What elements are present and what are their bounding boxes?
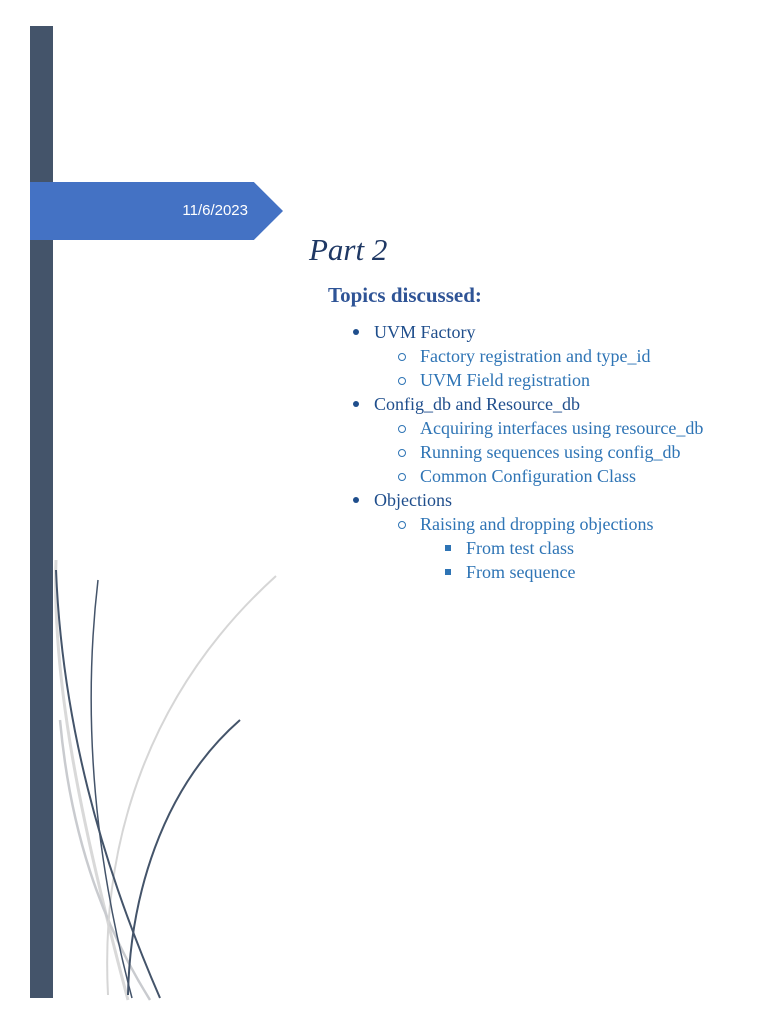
topic-item-level2: Raising and dropping objections — [398, 512, 703, 536]
date-banner: 11/6/2023 — [30, 182, 283, 240]
bullet-disc-icon — [353, 497, 359, 503]
date-label: 11/6/2023 — [182, 202, 248, 219]
bullet-circle-icon — [398, 353, 406, 361]
topic-text: From sequence — [466, 562, 576, 582]
bullet-square-icon — [445, 545, 451, 551]
topic-text: Raising and dropping objections — [420, 514, 654, 534]
topic-item-level2: Factory registration and type_id — [398, 344, 703, 368]
topic-item-level2: UVM Field registration — [398, 368, 703, 392]
topic-item-level3: From test class — [444, 536, 703, 560]
bullet-disc-icon — [353, 401, 359, 407]
bullet-disc-icon — [353, 329, 359, 335]
topic-text: Acquiring interfaces using resource_db — [420, 418, 704, 438]
sidebar-bar — [30, 26, 53, 998]
bullet-square-icon — [445, 569, 451, 575]
topic-item-level3: From sequence — [444, 560, 703, 584]
topic-item-level2: Running sequences using config_db — [398, 440, 703, 464]
topic-text: Common Configuration Class — [420, 466, 636, 486]
document-title: Part 2 — [309, 232, 388, 267]
topics-heading: Topics discussed: — [328, 283, 482, 307]
topic-text: Objections — [374, 490, 452, 510]
topic-text: From test class — [466, 538, 574, 558]
topic-text: UVM Factory — [374, 322, 476, 342]
topic-text: UVM Field registration — [420, 370, 590, 390]
topic-item-level1: Config_db and Resource_db — [352, 392, 703, 416]
topic-item-level2: Common Configuration Class — [398, 464, 703, 488]
topic-item-level1: Objections — [352, 488, 703, 512]
bullet-circle-icon — [398, 449, 406, 457]
topic-text: Config_db and Resource_db — [374, 394, 580, 414]
bullet-circle-icon — [398, 473, 406, 481]
topic-item-level2: Acquiring interfaces using resource_db — [398, 416, 703, 440]
topic-item-level1: UVM Factory — [352, 320, 703, 344]
topic-text: Running sequences using config_db — [420, 442, 681, 462]
bullet-circle-icon — [398, 377, 406, 385]
bullet-circle-icon — [398, 521, 406, 529]
bullet-circle-icon — [398, 425, 406, 433]
topic-text: Factory registration and type_id — [420, 346, 651, 366]
topic-list: UVM Factory Factory registration and typ… — [352, 320, 703, 584]
